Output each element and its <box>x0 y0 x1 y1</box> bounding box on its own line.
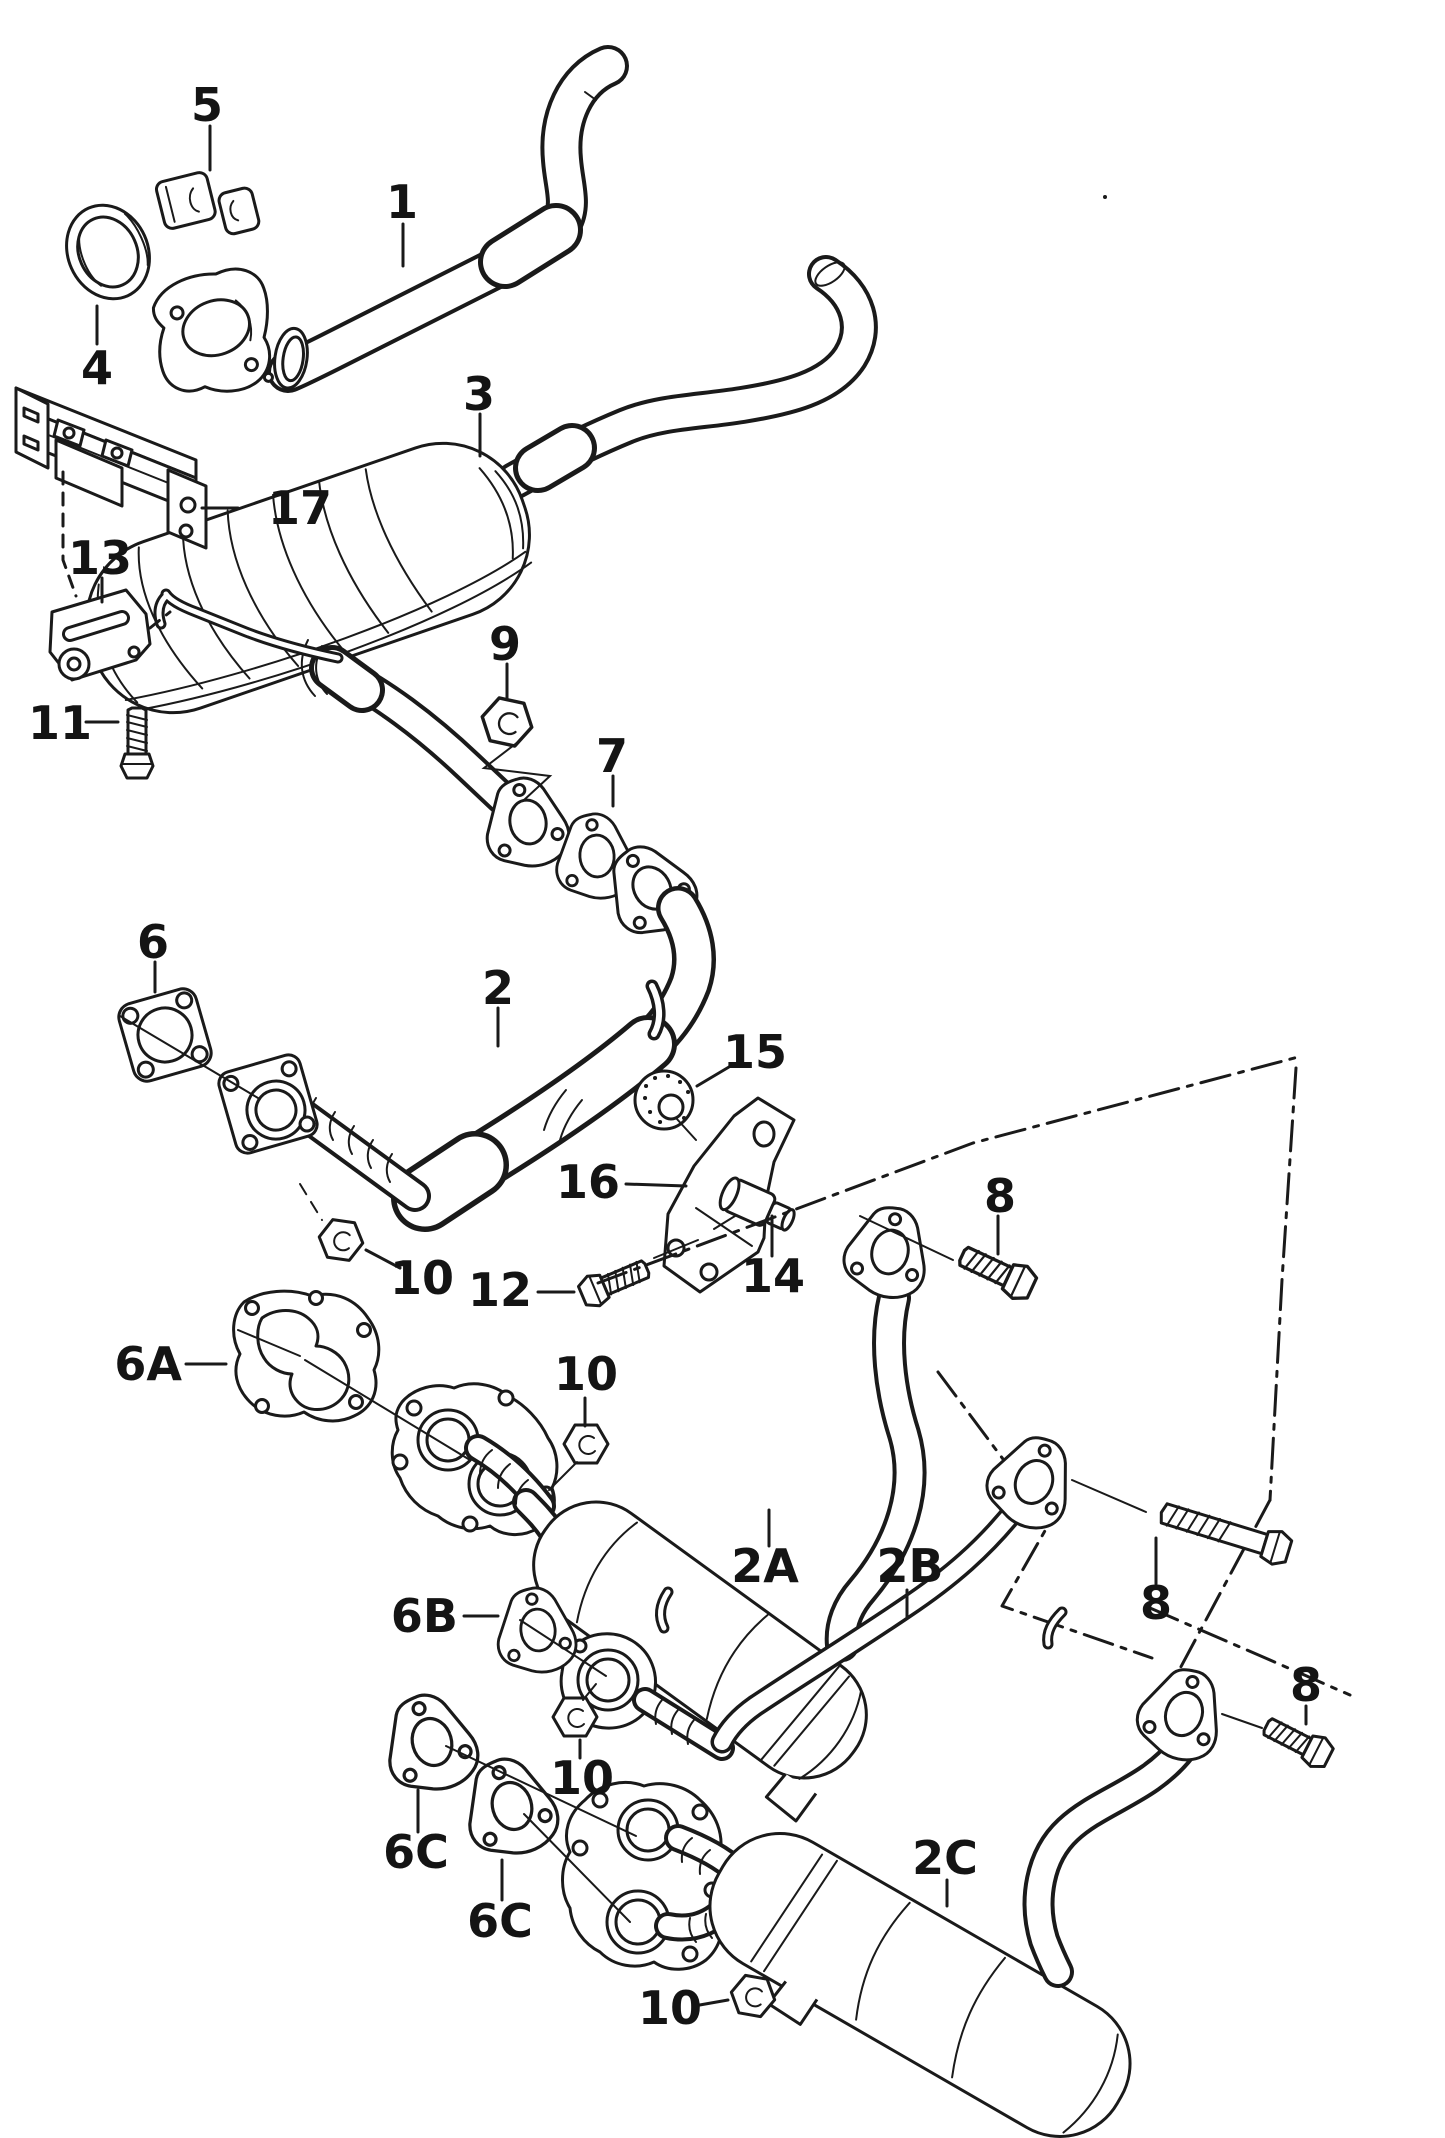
grommet-stipple <box>643 1074 691 1124</box>
nut-10c-alignment <box>582 1683 597 1701</box>
callout-2B: 2B <box>876 1539 943 1593</box>
pipe-1-flange <box>151 267 309 393</box>
bolt-8b-alignment <box>1071 1479 1147 1513</box>
callout-3: 3 <box>463 367 495 421</box>
gasket-6C2-alignment <box>523 1813 631 1923</box>
nut-9-alignment-line <box>481 741 553 801</box>
part-17-mounting-bracket <box>14 386 208 550</box>
pipe-1-crease <box>584 91 597 101</box>
pipe-2B-flex-ribs <box>654 1699 695 1745</box>
leader-10d <box>692 1998 730 2008</box>
part-15-grommet <box>633 1069 695 1131</box>
part-10-nut-a <box>315 1216 367 1264</box>
callout-9: 9 <box>489 617 521 671</box>
divider-2b <box>1148 1606 1352 1697</box>
callout-1: 1 <box>386 175 418 229</box>
pipe-1-sleeve-fill <box>505 230 556 262</box>
callout-8b: 8 <box>1140 1576 1172 1630</box>
cat-inlet-sleeve-fill <box>538 448 572 468</box>
pipe-2C-flex-ribs <box>680 1837 713 1943</box>
pipe-2A-outlet-flange <box>835 1196 940 1307</box>
callout-10d: 10 <box>638 1981 702 2035</box>
bolt-8c-alignment <box>1221 1713 1263 1729</box>
part-14-buffer <box>718 1176 796 1232</box>
callout-10a: 10 <box>390 1251 454 1305</box>
part-10-nut-c <box>551 1696 599 1738</box>
part-11-bolt <box>119 706 155 780</box>
callout-17: 17 <box>268 481 332 535</box>
callout-10c: 10 <box>550 1751 614 1805</box>
callout-2: 2 <box>482 961 514 1015</box>
callout-6B: 6B <box>391 1589 458 1643</box>
callout-10b: 10 <box>554 1347 618 1401</box>
part-8-bolt-c <box>1257 1710 1338 1774</box>
bracket-17-alignment-dashes <box>61 470 172 630</box>
part-6C-gasket-1 <box>372 1682 487 1803</box>
callout-2A: 2A <box>731 1539 799 1593</box>
gasket-alignment-lines <box>119 1015 637 1923</box>
bracket-16-alignment-lines <box>675 1117 736 1230</box>
callout-6: 6 <box>137 915 169 969</box>
part-1-front-pipe <box>151 66 608 418</box>
callout-8a: 8 <box>984 1169 1016 1223</box>
cat-inlet-opening <box>814 261 846 287</box>
bolt-12-alignment <box>653 1239 699 1259</box>
part-4-seal-ring <box>65 203 151 301</box>
callout-6C2: 6C <box>467 1894 533 1948</box>
part-6A-gasket <box>232 1289 381 1423</box>
callout-7: 7 <box>596 729 628 783</box>
nut-10a-alignment <box>299 1183 323 1221</box>
part-2A-pipe <box>390 1196 940 1823</box>
callout-6A: 6A <box>114 1337 182 1391</box>
callout-15: 15 <box>723 1025 787 1079</box>
part-12-bolt <box>574 1252 655 1312</box>
pipe-2C-double-flange <box>561 1781 729 1971</box>
leader-15 <box>695 1062 736 1088</box>
callout-labels: 5 4 1 3 17 13 11 9 7 6 2 15 16 12 14 10 … <box>28 78 1322 2035</box>
part-10-nut-b <box>562 1423 610 1465</box>
callout-4: 4 <box>81 341 113 395</box>
part-8-bolt-b <box>1154 1494 1295 1570</box>
callout-leaders <box>84 124 1308 2008</box>
cat-outlet-cone-fill <box>332 668 362 690</box>
pipe-2C-cat-body <box>708 1832 1132 2138</box>
divider-1a <box>596 1054 1304 1285</box>
part-5-clamp <box>154 171 261 236</box>
callout-2C: 2C <box>912 1831 978 1885</box>
callout-13: 13 <box>68 531 132 585</box>
divider-1b <box>1268 1066 1298 1502</box>
callout-6C1: 6C <box>383 1825 449 1879</box>
callout-11: 11 <box>28 696 92 750</box>
callout-5: 5 <box>191 78 223 132</box>
pipe-2C-outlet-flange <box>1126 1655 1237 1771</box>
callout-12: 12 <box>468 1263 532 1317</box>
pipe-2-sleeve-fill <box>425 1165 475 1198</box>
pipe-2A-cat-body <box>532 1500 868 1823</box>
pipe-2-joint-lines <box>543 1089 583 1141</box>
pipe-2-end-flange <box>217 1053 319 1155</box>
gasket-6A-alignment <box>237 1329 471 1461</box>
pipe-2A-flex-ribs <box>479 1449 529 1505</box>
part-2C-pipe <box>561 1655 1237 2138</box>
part-6-gasket <box>117 987 213 1083</box>
callout-8c: 8 <box>1290 1658 1322 1712</box>
callout-14: 14 <box>741 1249 805 1303</box>
gasket-6B-alignment <box>519 1619 607 1677</box>
nut-10b-alignment <box>548 1461 578 1491</box>
gasket-6-alignment <box>119 1015 259 1099</box>
leader-16 <box>624 1182 688 1188</box>
part-13-support-bracket <box>48 588 152 682</box>
part-2-exhaust-pipe <box>217 828 708 1198</box>
leader-10a <box>364 1248 402 1270</box>
speck <box>1103 195 1107 199</box>
bolt-8a-alignment <box>859 1215 954 1261</box>
pipe-2A-stub-fill <box>658 1589 671 1631</box>
divider-2a <box>936 1370 1154 1660</box>
part-9-nut <box>475 693 539 751</box>
gasket-6C1-alignment <box>445 1745 637 1837</box>
callout-16: 16 <box>556 1155 620 1209</box>
